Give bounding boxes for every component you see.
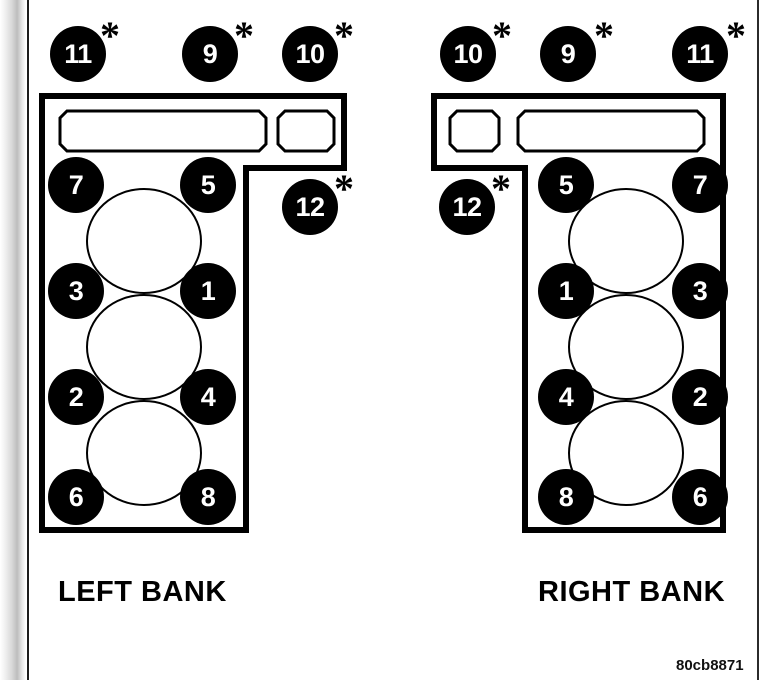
left-plug-marker-7[interactable]: 7	[48, 157, 104, 213]
marker-number: 12	[452, 191, 482, 222]
left-side-marker-12-asterisk: *	[334, 166, 354, 211]
left-plug-marker-3[interactable]: 3	[48, 263, 104, 319]
right-bank-label: RIGHT BANK	[538, 576, 726, 608]
marker-number: 4	[558, 381, 574, 412]
left-plug-marker-1[interactable]: 1	[180, 263, 236, 319]
left-plug-marker-6[interactable]: 6	[48, 469, 104, 525]
figure-code: 80cb8871	[676, 657, 744, 674]
left-plug-marker-8[interactable]: 8	[180, 469, 236, 525]
right-side-marker-12[interactable]: 12	[439, 179, 495, 235]
marker-number: 1	[558, 275, 574, 306]
right-bank-accessory-box	[448, 109, 501, 153]
marker-number: 5	[200, 169, 216, 200]
right-plug-marker-7[interactable]: 7	[672, 157, 728, 213]
marker-number: 4	[200, 381, 216, 412]
right-plug-marker-2[interactable]: 2	[672, 369, 728, 425]
right-coil-marker-10[interactable]: 10	[440, 26, 496, 82]
right-plug-marker-4[interactable]: 4	[538, 369, 594, 425]
left-coil-marker-9-asterisk: *	[234, 13, 254, 58]
left-plug-marker-2[interactable]: 2	[48, 369, 104, 425]
right-coil-marker-11[interactable]: 11	[672, 26, 728, 82]
right-coil-marker-9[interactable]: 9	[540, 26, 596, 82]
right-coil-marker-10-asterisk: *	[492, 13, 512, 58]
left-coil-marker-9[interactable]: 9	[182, 26, 238, 82]
marker-number: 10	[295, 38, 325, 69]
marker-number: 8	[558, 481, 574, 512]
left-plug-marker-5[interactable]: 5	[180, 157, 236, 213]
marker-number: 1	[200, 275, 216, 306]
marker-number: 11	[686, 38, 714, 69]
marker-number: 12	[295, 191, 325, 222]
left-bank-accessory-box	[276, 109, 336, 153]
marker-number: 10	[453, 38, 483, 69]
page-border-right	[757, 0, 759, 680]
marker-number: 9	[202, 38, 218, 69]
right-bank-valve-cover	[516, 109, 706, 153]
marker-number: 6	[68, 481, 84, 512]
left-coil-marker-11-asterisk: *	[100, 13, 120, 58]
marker-number: 7	[68, 169, 84, 200]
marker-number: 8	[200, 481, 216, 512]
marker-number: 2	[68, 381, 84, 412]
page-border-left	[27, 0, 29, 680]
left-plug-marker-4[interactable]: 4	[180, 369, 236, 425]
marker-number: 6	[692, 481, 708, 512]
left-coil-marker-11[interactable]: 11	[50, 26, 106, 82]
left-bank-label: LEFT BANK	[58, 576, 227, 608]
marker-number: 5	[558, 169, 574, 200]
right-plug-marker-6[interactable]: 6	[672, 469, 728, 525]
marker-number: 3	[68, 275, 84, 306]
right-plug-marker-5[interactable]: 5	[538, 157, 594, 213]
marker-number: 9	[560, 38, 576, 69]
marker-number: 7	[692, 169, 708, 200]
right-coil-marker-9-asterisk: *	[594, 13, 614, 58]
left-side-marker-12[interactable]: 12	[282, 179, 338, 235]
right-coil-marker-11-asterisk: *	[726, 13, 746, 58]
scan-edge-shadow	[0, 0, 26, 680]
marker-number: 11	[64, 38, 92, 69]
left-coil-marker-10[interactable]: 10	[282, 26, 338, 82]
marker-number: 2	[692, 381, 708, 412]
right-plug-marker-8[interactable]: 8	[538, 469, 594, 525]
right-plug-marker-1[interactable]: 1	[538, 263, 594, 319]
marker-number: 3	[692, 275, 708, 306]
right-side-marker-12-asterisk: *	[491, 166, 511, 211]
right-plug-marker-3[interactable]: 3	[672, 263, 728, 319]
left-bank-valve-cover	[58, 109, 268, 153]
left-coil-marker-10-asterisk: *	[334, 13, 354, 58]
